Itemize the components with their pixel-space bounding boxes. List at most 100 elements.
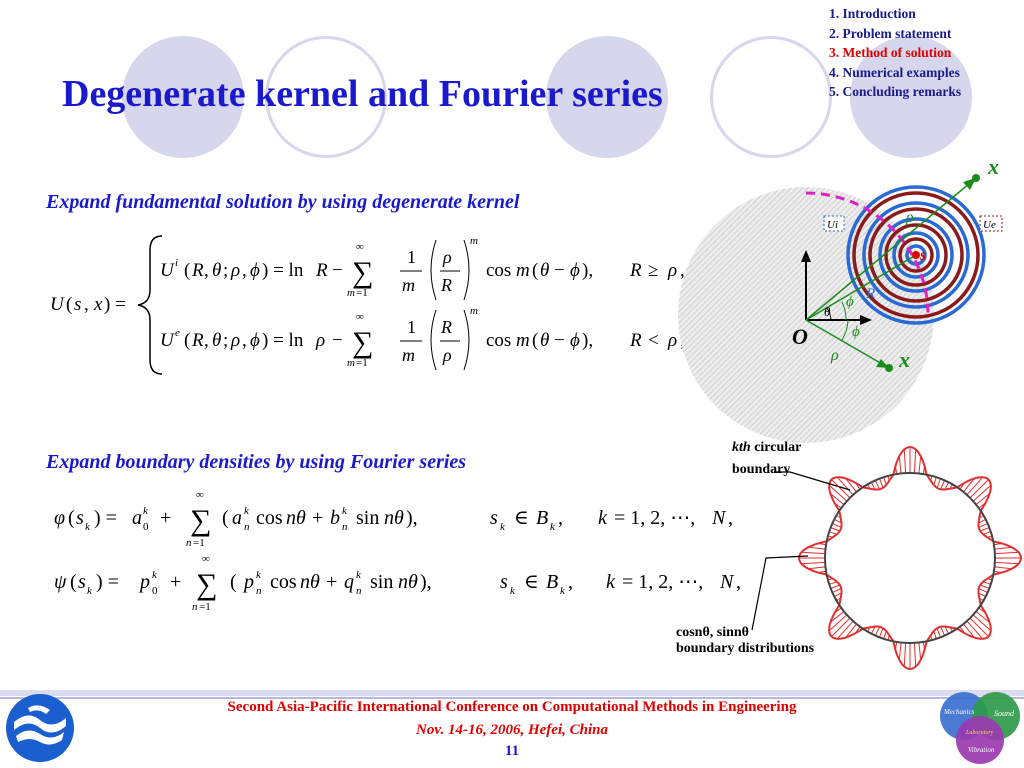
distribution-hatch-line — [828, 614, 848, 632]
distribution-hatch-line — [978, 522, 988, 528]
deco-circle-2 — [265, 36, 387, 158]
svg-text:0: 0 — [152, 585, 158, 597]
svg-text:k: k — [500, 521, 506, 533]
svg-text:∑: ∑ — [352, 326, 373, 359]
outline-item-introduction[interactable]: 1. Introduction — [829, 6, 916, 21]
svg-text:∞: ∞ — [196, 489, 204, 501]
point-s — [912, 251, 920, 259]
deco-circle-3 — [546, 36, 668, 158]
svg-text:∞: ∞ — [356, 311, 364, 323]
x-axis-arrow-icon — [860, 315, 872, 325]
slide-title: Degenerate kernel and Fourier series — [62, 73, 663, 115]
outline-item-numerical-examples[interactable]: 4. Numerical examples — [829, 64, 960, 80]
label-rho-top: ρ — [905, 209, 914, 226]
svg-text:U: U — [160, 330, 175, 351]
svg-text:ϕ: ϕ — [250, 260, 260, 281]
svg-text:1: 1 — [407, 317, 416, 337]
svg-text:−: − — [332, 260, 343, 281]
outline-item-problem-statement[interactable]: 2. Problem statement — [829, 25, 952, 41]
svg-text:m: m — [402, 345, 415, 365]
svg-text:φ: φ — [54, 507, 65, 529]
outline-item-method-of-solution[interactable]: 3. Method of solution — [829, 45, 952, 60]
svg-text:n: n — [186, 537, 192, 549]
svg-text:k: k — [510, 585, 516, 597]
phi-arc-2 — [841, 319, 849, 341]
svg-text:(: ( — [532, 330, 538, 351]
svg-text:k: k — [342, 505, 348, 517]
distribution-hatch-line — [845, 478, 857, 493]
svg-text:,: , — [84, 294, 89, 315]
distribution-hatch-line — [913, 642, 917, 667]
svg-text:ψ: ψ — [54, 571, 67, 593]
distribution-hatch-line — [830, 584, 840, 589]
svg-text:N: N — [719, 571, 735, 593]
label-phi-2: ϕ — [852, 324, 860, 340]
eq-row-interior: U i ( R , θ ; ρ , ϕ ) = ln R − ∑ ∞ m=1 1… — [160, 235, 685, 301]
distribution-hatch-line — [870, 626, 876, 634]
svg-text:ρ: ρ — [442, 345, 452, 365]
svg-text:,: , — [680, 260, 685, 281]
eq-lhs-args: ( — [66, 294, 72, 315]
svg-text:∑: ∑ — [196, 568, 217, 601]
distribution-curve — [797, 445, 1023, 671]
svg-text:) = ln: ) = ln — [262, 330, 304, 351]
svg-text:∞: ∞ — [356, 241, 364, 253]
svg-text:∑: ∑ — [190, 504, 211, 537]
svg-text:) =: ) = — [96, 571, 119, 593]
distribution-hatch-line — [978, 592, 986, 598]
svg-text:(: ( — [230, 571, 237, 593]
svg-text:n: n — [342, 521, 348, 533]
svg-text:;: ; — [223, 330, 228, 351]
distribution-hatch-line — [936, 478, 941, 488]
svg-text:a: a — [232, 507, 242, 529]
svg-text:Sound: Sound — [994, 709, 1015, 718]
distribution-hatch-line — [982, 581, 991, 585]
svg-text:s: s — [74, 294, 81, 315]
svg-text:a: a — [132, 507, 142, 529]
distribution-hatch-line — [832, 522, 842, 528]
svg-text:1: 1 — [407, 247, 416, 267]
label-phi-1: ϕ — [846, 294, 854, 310]
svg-text:=1: =1 — [356, 357, 368, 369]
distribution-hatch-line — [883, 477, 887, 486]
fourier-series-equations: φ ( s k ) = a k 0 + ∑ ∞ n=1 ( a k n cos … — [54, 489, 741, 613]
label-rho-bottom: ρ — [830, 347, 839, 364]
distribution-hatch-line — [828, 484, 848, 502]
label-ue: Ue — [983, 219, 996, 231]
svg-text:N: N — [711, 507, 727, 529]
distribution-hatch-line — [980, 527, 990, 532]
svg-text:s: s — [76, 507, 84, 529]
svg-text:),: ), — [420, 571, 432, 593]
svg-text:cos: cos — [270, 571, 297, 593]
distribution-hatch-line — [972, 614, 992, 632]
svg-text:),: ), — [406, 507, 418, 529]
section-heading-degenerate-kernel: Expand fundamental solution by using deg… — [46, 191, 520, 213]
distribution-hatch-line — [830, 493, 845, 505]
svg-text:nθ: nθ — [286, 507, 306, 529]
distribution-hatch-line — [883, 630, 887, 639]
svg-text:Mechanics: Mechanics — [943, 708, 975, 716]
distribution-hatch-line — [963, 623, 975, 638]
eq-phi: φ ( s k ) = a k 0 + ∑ ∞ n=1 ( a k n cos … — [54, 489, 733, 549]
svg-text:B: B — [536, 507, 548, 529]
svg-text:∞: ∞ — [202, 553, 210, 565]
distribution-hatch-line — [944, 482, 950, 490]
eq-row-exterior: U e ( R , θ ; ρ , ϕ ) = ln ρ − ∑ ∞ m=1 1… — [160, 305, 685, 371]
svg-text:k: k — [87, 585, 93, 597]
svg-text:,: , — [242, 330, 247, 351]
svg-text:ϕ: ϕ — [250, 330, 260, 351]
mechanics-sound-lab-logo-icon: Mechanics Sound Laboratory Vibration — [940, 692, 1020, 764]
distribution-hatch-line — [944, 626, 950, 634]
svg-text:θ: θ — [540, 330, 549, 351]
university-logo-icon — [6, 694, 74, 762]
svg-text:k: k — [244, 505, 250, 517]
boundary-arc — [805, 191, 930, 316]
distribution-hatch-line — [836, 620, 854, 640]
outline-item-concluding-remarks[interactable]: 5. Concluding remarks — [829, 84, 962, 99]
distribution-hatch-line — [980, 584, 990, 589]
distribution-hatch-line — [834, 592, 842, 598]
svg-text:k: k — [606, 571, 616, 593]
distribution-hatch-line — [940, 626, 946, 636]
svg-text:s: s — [78, 571, 86, 593]
svg-text:i: i — [175, 257, 178, 269]
